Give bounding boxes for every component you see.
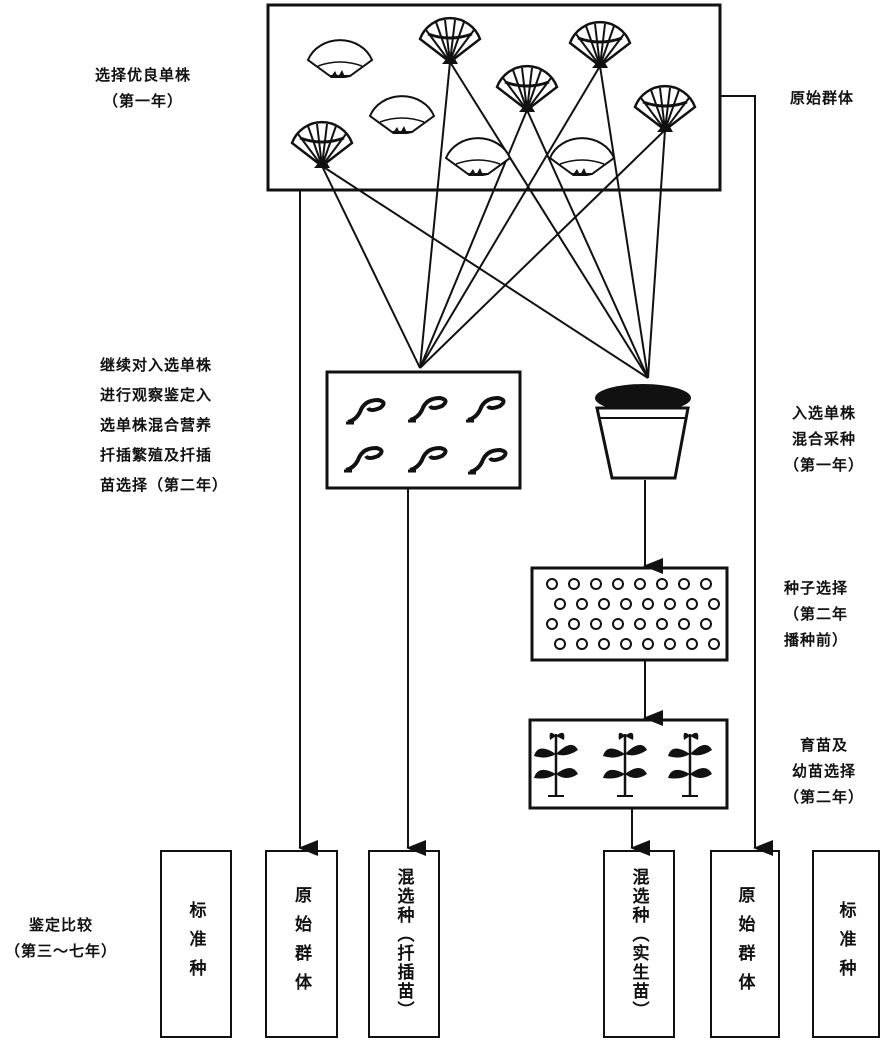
cutting-step-label: 继续对入选单株 进行观察鉴定入 选单株混合营养 扦插繁殖及扦插 苗选择（第二年） (100, 350, 228, 500)
label-line: 进行观察鉴定入 (100, 386, 213, 404)
label-line: （第三～七年） (5, 942, 118, 960)
seed-icon (554, 598, 566, 610)
label-line: （第一年） (103, 92, 184, 110)
seed-icon (576, 638, 588, 650)
seed-icon (634, 578, 646, 590)
label-line: 播种前） (784, 631, 849, 649)
seed-icon (554, 638, 566, 650)
seed-icon (612, 618, 624, 630)
seed-icon (656, 578, 668, 590)
label-line: 育苗及 (800, 736, 849, 754)
seed-icon (546, 618, 558, 630)
seed-icon (576, 598, 588, 610)
label-line: 苗选择（第二年） (100, 476, 229, 494)
seed-icon (568, 578, 580, 590)
plant-icons (290, 16, 697, 177)
seed-select-label: 种子选择 （第二年 播种前） (784, 575, 848, 653)
label-line: 入选单株 (792, 404, 857, 422)
seed-pot-icon (595, 384, 691, 480)
seed-icon (568, 618, 580, 630)
seed-icon (664, 598, 676, 610)
box-text: 标准种 (835, 900, 856, 988)
selection-lines (321, 61, 666, 379)
seed-icon (546, 578, 558, 590)
label-line: 选单株混合营养 (100, 416, 213, 434)
seed-icon (656, 618, 668, 630)
mixed-cutting-variety-box: 混选种（扦插苗） (368, 850, 440, 1038)
seed-icon (590, 578, 602, 590)
seed-icon (612, 578, 624, 590)
label-line: 扦插繁殖及扦插 (100, 446, 213, 464)
original-population-label: 原始群体 (790, 89, 855, 107)
seed-icon (598, 598, 610, 610)
seed-icon (620, 638, 632, 650)
cutting-box (325, 370, 522, 490)
seed-icons (546, 578, 720, 650)
label-line: （第一年） (784, 456, 865, 474)
seed-icon (686, 598, 698, 610)
seed-icon (700, 618, 712, 630)
compare-label: 鉴定比较 （第三～七年） (5, 912, 117, 964)
seed-collect-label: 入选单株 混合采种 （第一年） (784, 400, 864, 478)
select-plants-label: 选择优良单株 （第一年） (95, 62, 191, 114)
standard-variety-box-right: 标准种 (812, 850, 880, 1038)
seedling-select-label: 育苗及 幼苗选择 （第二年） (784, 732, 864, 810)
box-text: 原始群体 (734, 886, 755, 1002)
flow-arrows (298, 95, 773, 856)
seed-icon (598, 638, 610, 650)
box-text: 混选种（扦插苗） (393, 868, 414, 1020)
standard-variety-box: 标准种 (160, 850, 232, 1038)
seed-icon (664, 638, 676, 650)
mixed-seedling-variety-box: 混选种（实生苗） (603, 850, 675, 1038)
seed-icon (678, 578, 690, 590)
label-line: 鉴定比较 (29, 916, 94, 934)
label-line: （第二年） (784, 788, 865, 806)
seed-icon (620, 598, 632, 610)
seed-icon (678, 618, 690, 630)
seed-icon (642, 598, 654, 610)
seedling-box (528, 718, 729, 810)
box-text: 原始群体 (291, 886, 311, 1002)
label-line: 选择优良单株 (95, 66, 192, 84)
original-population-box-right: 原始群体 (710, 850, 780, 1038)
box-text: 标准种 (185, 900, 206, 988)
box-text: 混选种（实生苗） (628, 868, 649, 1020)
seed-icon (634, 618, 646, 630)
seed-icon (642, 638, 654, 650)
label-line: 幼苗选择 (792, 762, 857, 780)
label-line: 混合采种 (792, 430, 857, 448)
seed-icon (700, 578, 712, 590)
seed-icon (708, 638, 720, 650)
seed-icon (708, 598, 720, 610)
seed-icon (590, 618, 602, 630)
label-line: （第二年 (784, 605, 849, 623)
seed-icon (686, 638, 698, 650)
label-line: 种子选择 (784, 579, 849, 597)
original-population-box-left: 原始群体 (265, 850, 338, 1038)
label-line: 继续对入选单株 (100, 356, 213, 374)
